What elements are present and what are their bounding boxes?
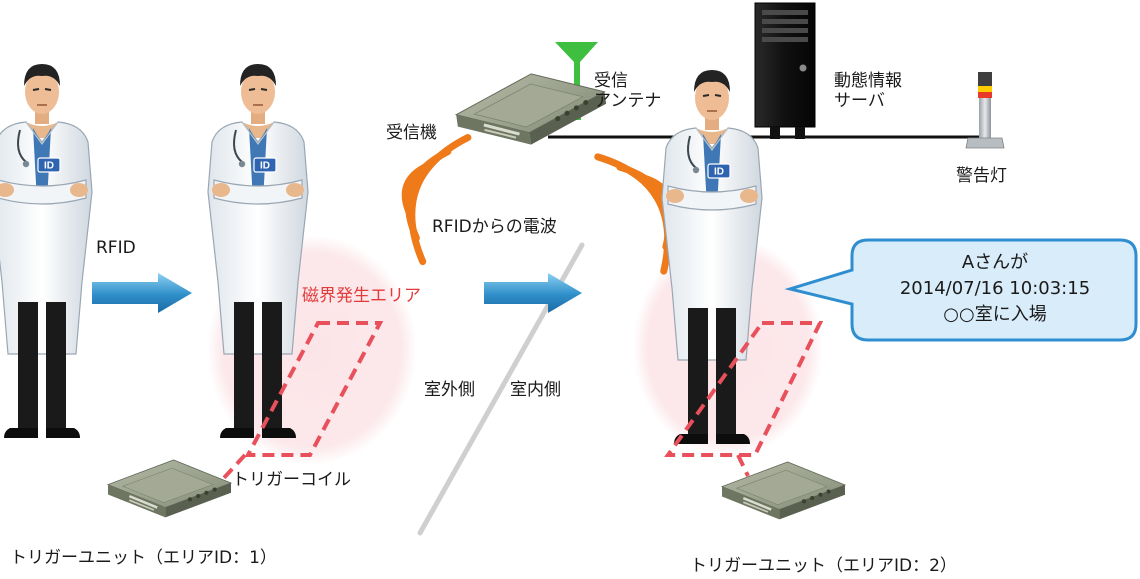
trigger-coil-lead-1 — [220, 453, 247, 482]
arrow-right-1 — [92, 273, 192, 313]
callout-text: Aさんが 2014/07/16 10:03:15 ○○室に入場 — [899, 252, 1091, 325]
receiver-device-icon — [450, 62, 612, 156]
server-label: 動態情報 サーバ — [834, 71, 902, 111]
antenna-label: 受信 アンテナ — [594, 71, 662, 111]
doctor-figure-1 — [0, 63, 93, 439]
trigger-unit-2-label: トリガーユニット（エリアID：2） — [690, 556, 957, 576]
outdoor-side-label: 室外側 — [424, 380, 475, 400]
callout-bubble — [784, 238, 1138, 342]
trigger-unit-2-icon — [720, 460, 847, 521]
radio-wave-label: RFIDからの電波 — [432, 217, 557, 237]
radio-wave-outdoor-icon — [384, 124, 468, 262]
trigger-coil-area-2 — [664, 321, 824, 457]
trigger-coil-lead-2 — [736, 454, 750, 477]
trigger-unit-1-icon — [106, 458, 233, 519]
server-tower-icon — [754, 2, 816, 139]
rfid-label: RFID — [96, 238, 136, 258]
receiving-antenna-icon — [555, 42, 598, 120]
receiver-label: 受信機 — [386, 123, 437, 143]
warning-light-icon — [965, 72, 1005, 149]
warning-light-label: 警告灯 — [956, 166, 1007, 186]
trigger-coil-area-1 — [244, 321, 384, 457]
trigger-unit-1-label: トリガーユニット（エリアID：1） — [10, 548, 277, 568]
magnetic-area-label: 磁界発生エリア — [302, 286, 421, 306]
trigger-coil-label: トリガーコイル — [232, 470, 351, 490]
arrow-right-2 — [484, 273, 582, 313]
indoor-side-label: 室内側 — [510, 380, 561, 400]
